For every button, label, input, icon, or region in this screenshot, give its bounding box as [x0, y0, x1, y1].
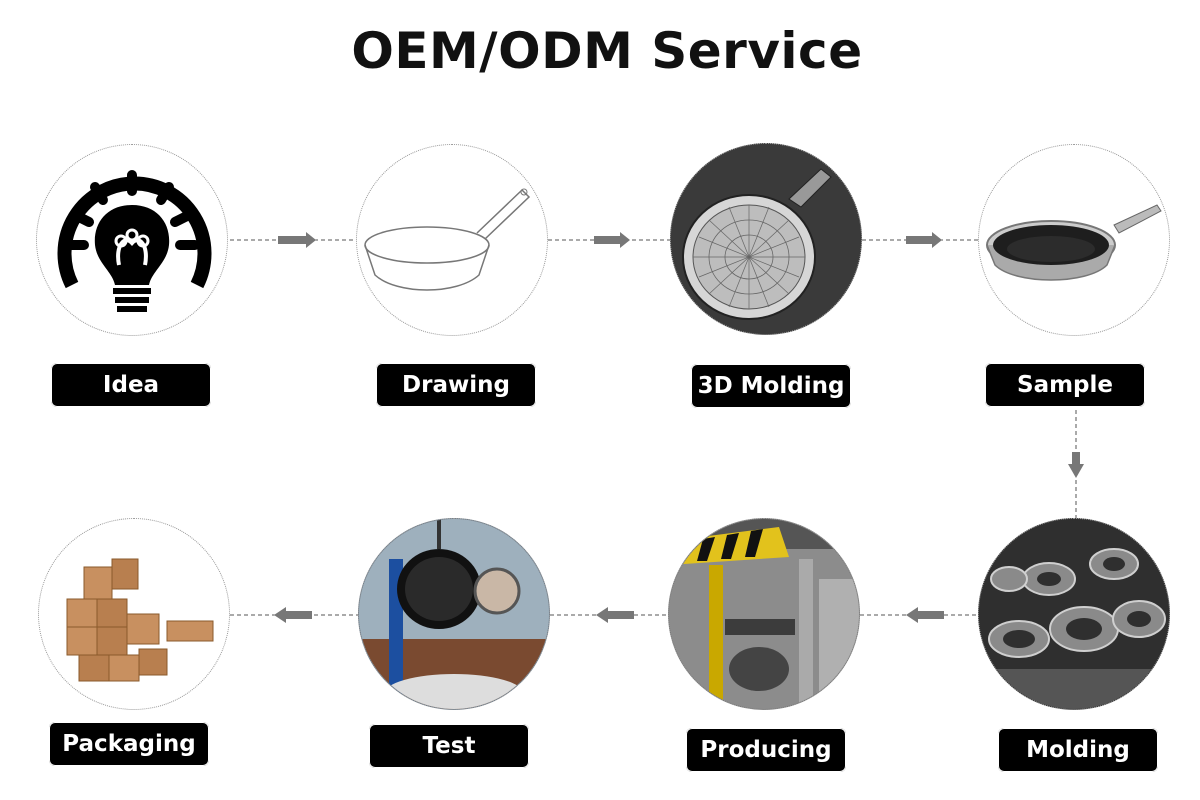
step-label-packaging: Packaging — [49, 722, 209, 766]
arrow-left-icon — [596, 607, 634, 623]
arrow-left-icon — [274, 607, 312, 623]
arrow-right-icon — [906, 232, 942, 248]
press-machine-photo-icon — [669, 519, 859, 709]
page-title: OEM/ODM Service — [351, 22, 863, 80]
sample-image — [978, 144, 1170, 336]
step-label-test: Test — [369, 724, 529, 768]
step-label-3d-molding: 3D Molding — [691, 364, 851, 408]
frying-pan-icon — [986, 204, 1162, 281]
pan-wireframe-icon — [671, 144, 861, 334]
step-label-idea: Idea — [51, 363, 211, 407]
pan-test-photo-icon — [359, 519, 549, 709]
3d-molding-image — [670, 143, 862, 335]
arrow-right-icon — [278, 232, 316, 248]
molds-photo-icon — [979, 519, 1169, 709]
producing-image — [668, 518, 860, 710]
packaging-image — [38, 518, 230, 710]
step-label-producing: Producing — [686, 728, 846, 772]
pan-sketch-icon — [364, 188, 531, 291]
arrow-left-icon — [906, 607, 944, 623]
boxes-icon — [66, 558, 214, 682]
step-label-molding: Molding — [998, 728, 1158, 772]
arrow-down-icon — [1068, 452, 1084, 478]
arrow-right-icon — [594, 232, 630, 248]
drawing-image — [356, 144, 548, 336]
step-label-sample: Sample — [985, 363, 1145, 407]
lightbulb-icon — [57, 170, 212, 312]
molding-image — [978, 518, 1170, 710]
idea-image — [36, 144, 228, 336]
test-image — [358, 518, 550, 710]
step-label-drawing: Drawing — [376, 363, 536, 407]
